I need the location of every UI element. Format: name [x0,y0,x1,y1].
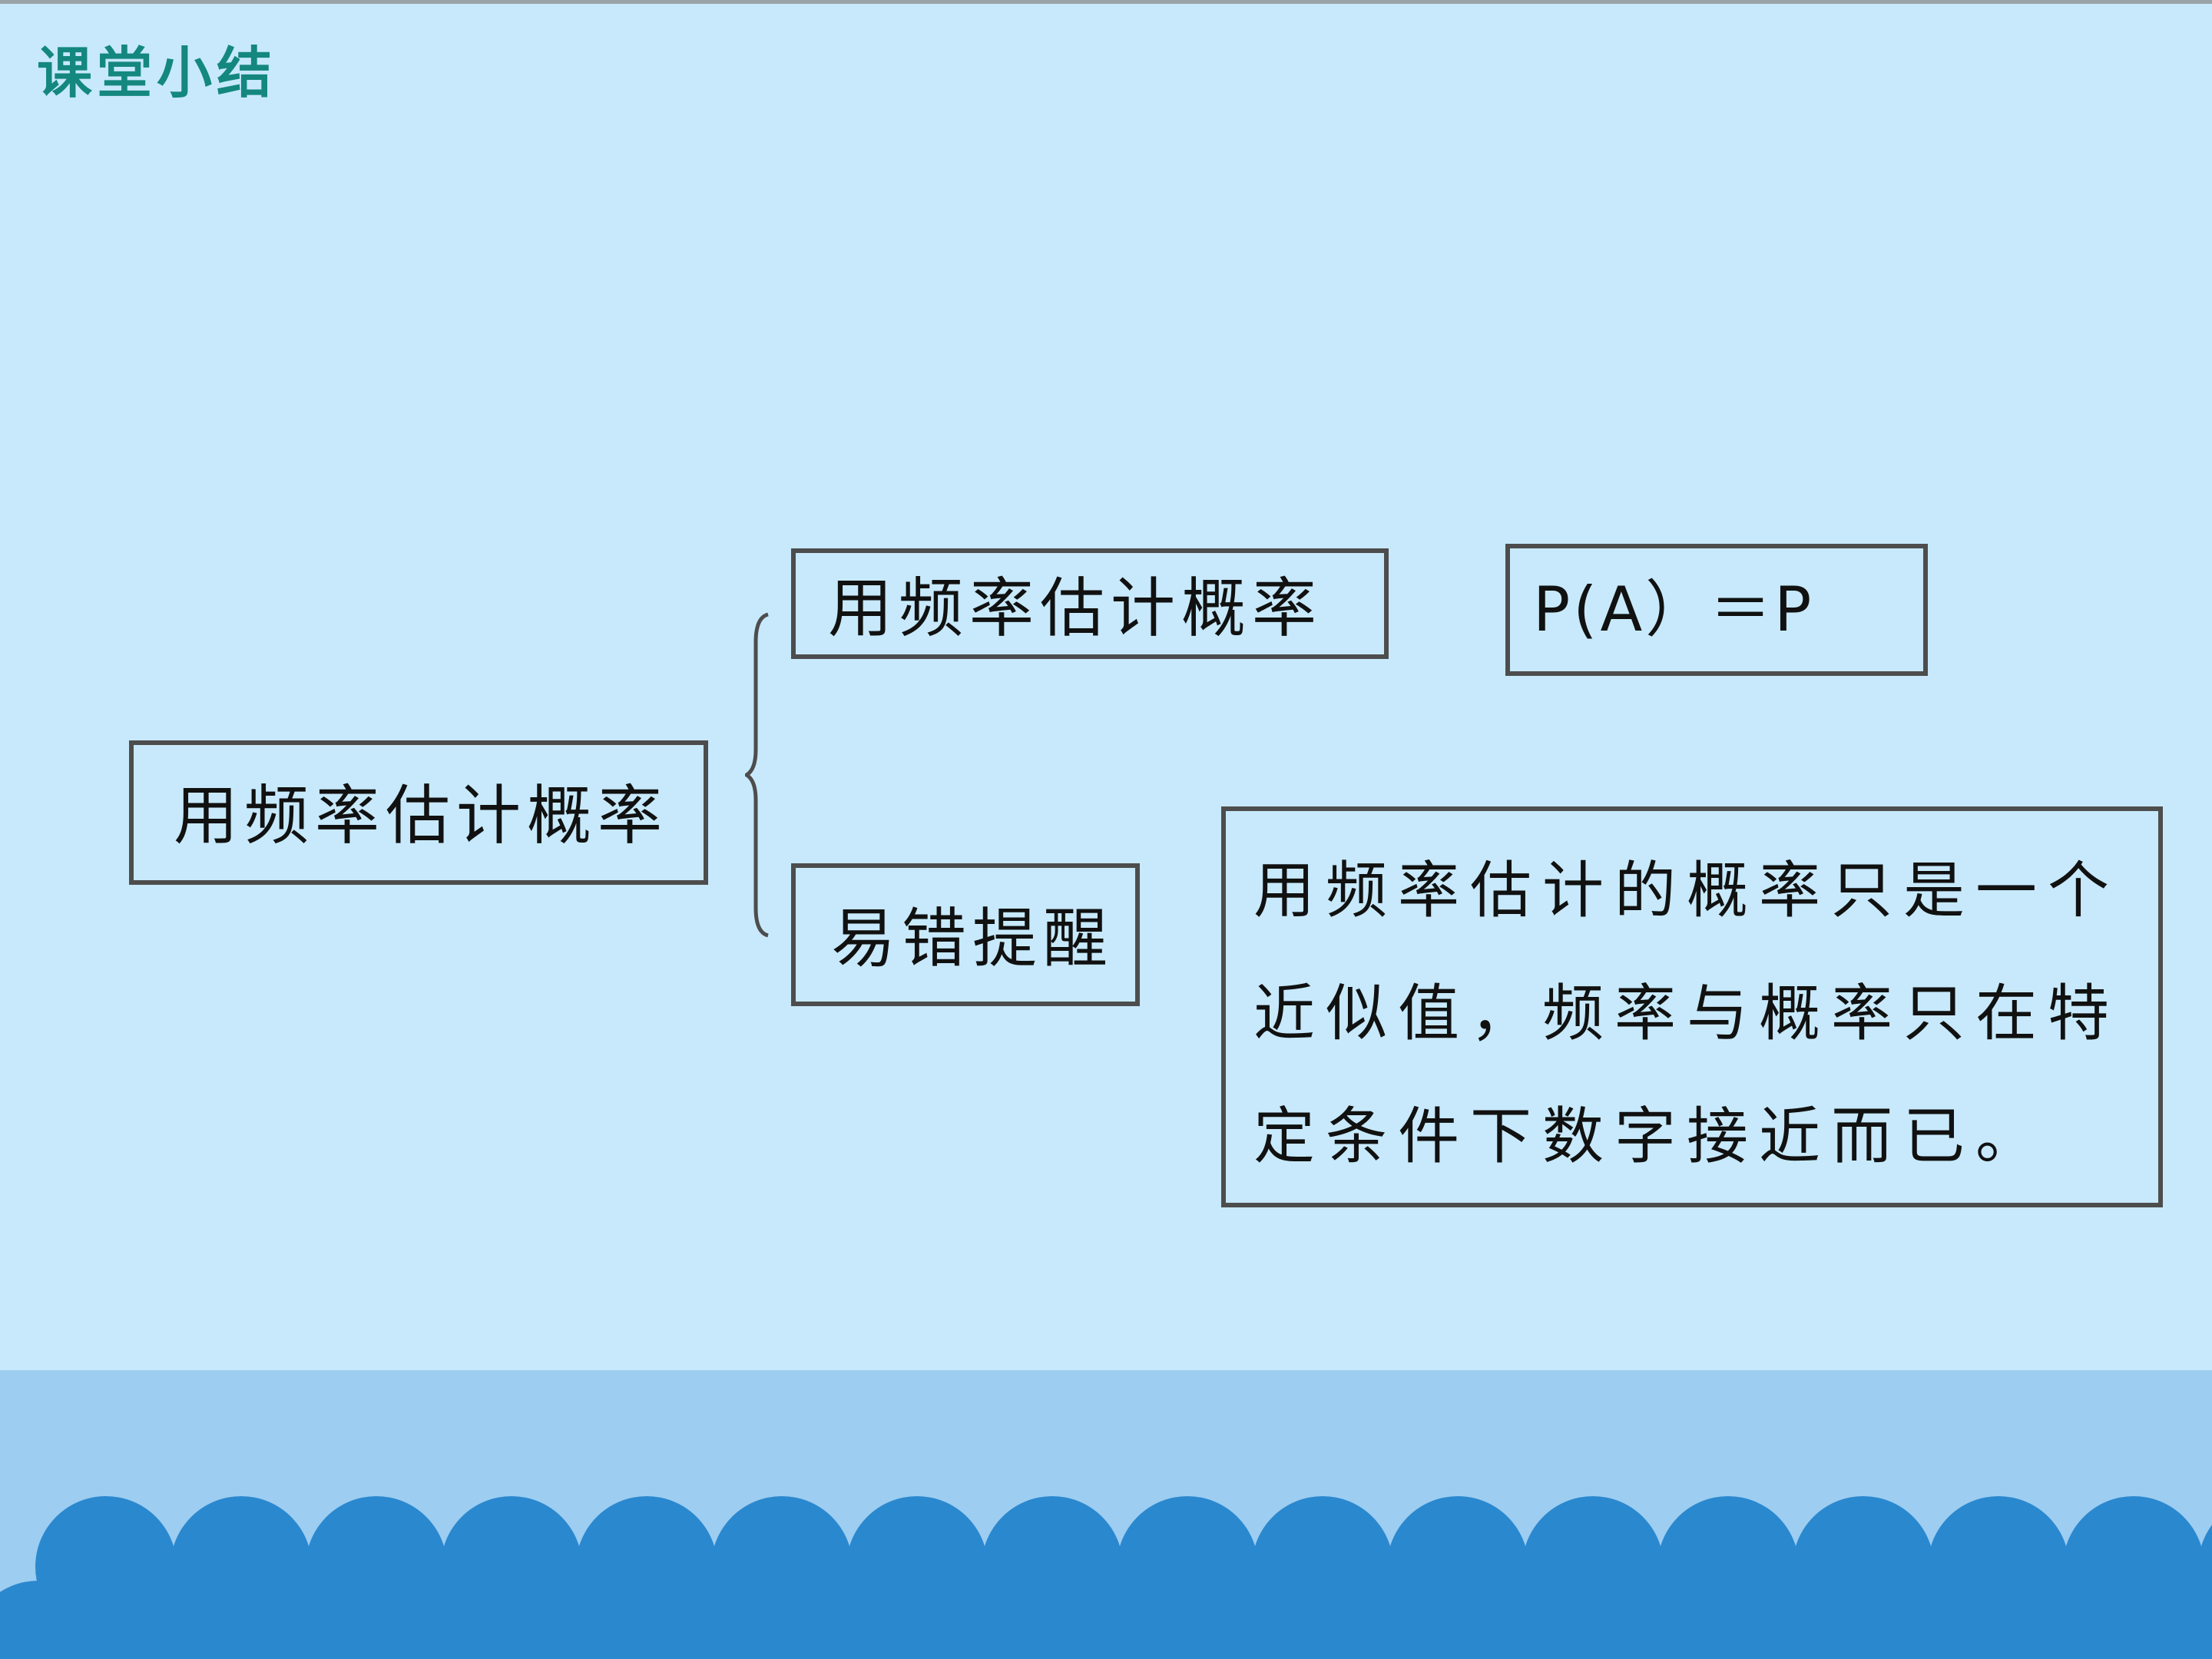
scallop-shape [238,1581,379,1659]
scallop-shape [1184,1581,1326,1659]
branch-caution-node: 易错提醒 [791,863,1140,1006]
scallop-shape [644,1581,785,1659]
branch-estimate-node: 用频率估计概率 [791,548,1389,659]
formula-text: P(A）＝P [1533,574,1815,645]
scallop-shape [508,1581,650,1659]
scallop-shape [1995,1581,2137,1659]
scallop-shape [1590,1581,1731,1659]
root-node: 用频率估计概率 [129,740,708,885]
scallop-shape [2131,1581,2212,1659]
top-divider [0,0,2212,4]
scallop-shape [914,1581,1055,1659]
scallop-wave-decoration [0,1496,2212,1659]
scallop-shape [779,1581,920,1659]
formula-node: P(A）＝P [1505,544,1928,676]
scallop-shape [373,1581,515,1659]
scallop-shape [1725,1581,1866,1659]
branch-caution-label: 易错提醒 [831,901,1114,976]
caution-note-box: 用频率估计的概率只是一个 近似值，频率与概率只在特 定条件下数字接近而已。 [1221,806,2163,1207]
curly-brace [745,612,769,938]
note-line: 用频率估计的概率只是一个 [1253,855,2120,926]
branch-estimate-label: 用频率估计概率 [828,571,1323,646]
note-line: 近似值，频率与概率只在特 [1253,978,2120,1049]
slide-title: 课堂小结 [37,40,277,105]
note-line: 定条件下数字接近而已。 [1253,1101,2048,1172]
scallop-shape [1049,1581,1190,1659]
root-node-label: 用频率估计概率 [174,778,669,853]
scallop-shape [1455,1581,1596,1659]
scallop-shape [1860,1581,2002,1659]
scallop-shape [1320,1581,1461,1659]
scallop-shape [103,1581,244,1659]
scallop-shape [0,1581,109,1659]
